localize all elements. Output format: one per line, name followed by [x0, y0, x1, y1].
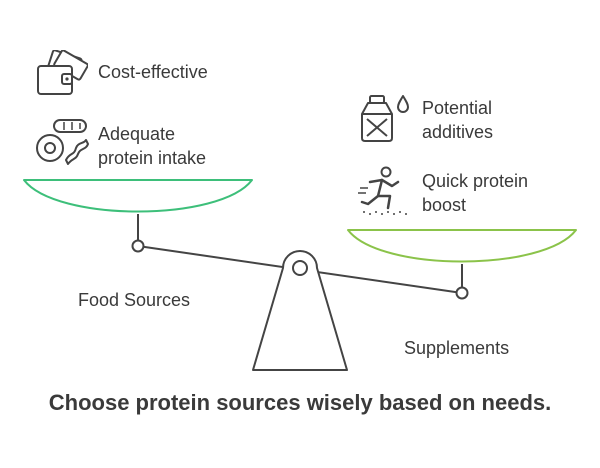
food-icon	[36, 119, 89, 165]
fulcrum-pivot	[292, 260, 308, 276]
sprinter-icon	[358, 166, 407, 215]
supplement-bottle-icon	[361, 95, 409, 142]
cost-effective-label: Cost-effective	[98, 62, 208, 82]
food-sources-label: Food Sources	[78, 290, 191, 310]
adequate-protein-label: Adequate protein intake	[98, 124, 207, 168]
left-pan	[23, 179, 253, 213]
supplements-label: Supplements	[404, 338, 510, 358]
right-beam-joint	[455, 286, 469, 300]
quick-protein-label: Quick protein boost	[422, 171, 529, 215]
diagram-caption: Choose protein sources wisely based on n…	[48, 390, 552, 415]
wallet-icon	[37, 50, 88, 95]
scale-fulcrum	[252, 250, 348, 371]
left-beam-joint	[131, 239, 145, 253]
potential-additives-label: Potential additives	[422, 98, 494, 142]
right-pan	[347, 229, 577, 263]
